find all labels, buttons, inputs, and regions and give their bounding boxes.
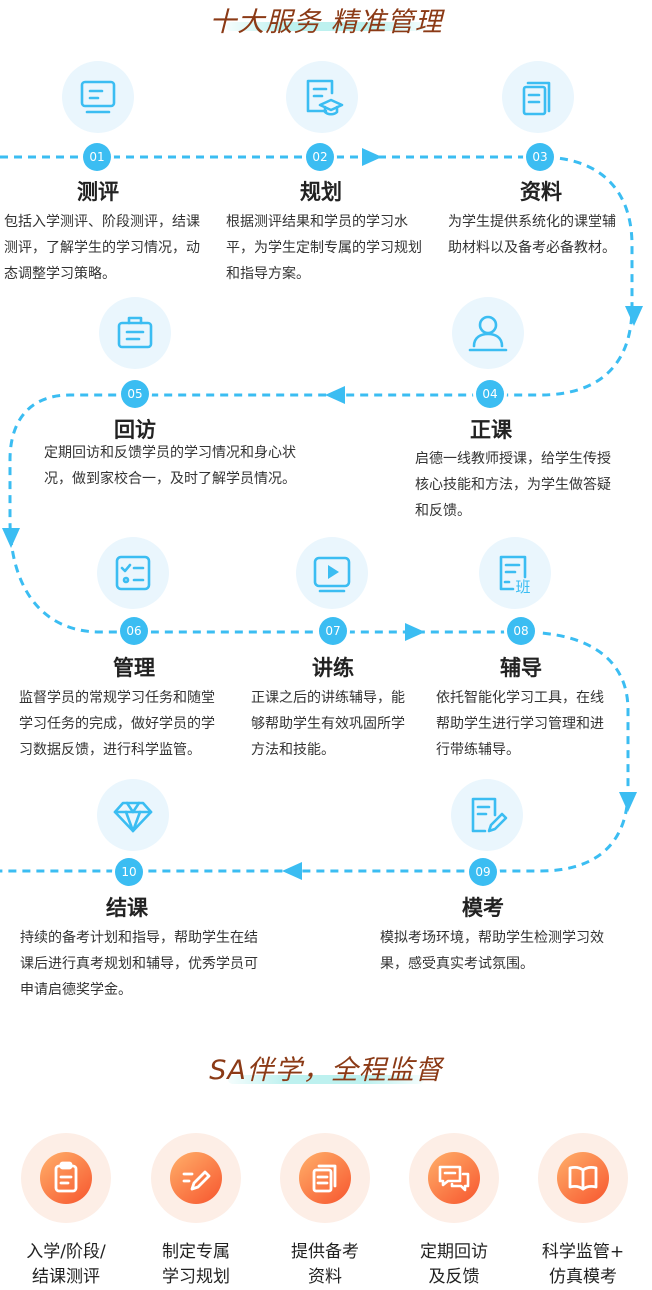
service-number-badge: 02 — [306, 143, 334, 171]
arrow-right-icon — [362, 148, 382, 166]
service-title: 管理 — [113, 656, 155, 680]
arrow-down-icon — [625, 306, 643, 326]
service-title: 规划 — [300, 180, 342, 204]
service-number-badge: 07 — [319, 617, 347, 645]
service-title: 讲练 — [312, 656, 354, 680]
checklist-icon — [115, 555, 151, 591]
service-icon-circle: 班 — [479, 537, 551, 609]
briefcase-icon — [117, 316, 153, 349]
service-number-badge: 06 — [120, 617, 148, 645]
section-title-services: 十大服务 精准管理 — [209, 7, 443, 38]
materials-icon — [522, 81, 551, 116]
feature-icon-circle — [151, 1133, 241, 1223]
service-number-badge: 10 — [115, 858, 143, 886]
feature-icon-circle — [21, 1133, 111, 1223]
service-number-badge: 08 — [507, 617, 535, 645]
feature-label: 制定专属 学习规划 — [162, 1242, 230, 1287]
arrow-right-icon — [405, 623, 425, 641]
service-title: 模考 — [462, 896, 504, 920]
open-book-icon — [568, 1166, 598, 1191]
service-icon-circle — [99, 297, 171, 369]
feature-icon-circle — [409, 1133, 499, 1223]
edit-document-icon — [471, 797, 508, 833]
clipboard-icon — [54, 1161, 78, 1193]
service-description: 正课之后的讲练辅导，能够帮助学生有效巩固所学方法和技能。 — [251, 690, 405, 758]
teacher-icon — [468, 315, 508, 352]
arrow-down-icon — [2, 528, 20, 548]
chat-bubbles-icon — [438, 1165, 470, 1192]
service-icon-circle — [97, 779, 169, 851]
feature-label: 入学/阶段/ 结课测评 — [26, 1242, 106, 1287]
service-description: 包括入学测评、阶段测评，结课测评，了解学生的学习情况，动态调整学习策略。 — [4, 214, 200, 282]
service-icon-circle — [62, 61, 134, 133]
service-icon-circle — [452, 297, 524, 369]
monitor-icon — [80, 80, 116, 114]
service-description: 监督学员的常规学习任务和随堂学习任务的完成，做好学员的学习数据反馈，进行科学监管… — [19, 690, 215, 758]
feature-label: 科学监管+ 仿真模考 — [541, 1242, 625, 1287]
video-play-icon — [313, 556, 351, 593]
title-underline — [226, 22, 426, 31]
service-icon-circle — [97, 537, 169, 609]
service-description: 为学生提供系统化的课堂辅助材料以及备考必备教材。 — [448, 214, 616, 256]
class-document-icon: 班 — [499, 555, 531, 596]
service-icon-circle — [451, 779, 523, 851]
feature-icon-circle — [280, 1133, 370, 1223]
service-title: 结课 — [106, 896, 148, 920]
feature-icon-circle — [538, 1133, 628, 1223]
service-icon-circle — [502, 61, 574, 133]
service-title: 资料 — [520, 180, 562, 204]
service-description: 模拟考场环境，帮助学生检测学习效果，感受真实考试氛围。 — [380, 930, 604, 972]
service-number-badge: 09 — [469, 858, 497, 886]
feature-label: 定期回访 及反馈 — [420, 1242, 488, 1287]
documents-icon — [312, 1164, 337, 1193]
arrow-left-icon — [282, 862, 302, 880]
service-number-badge: 04 — [476, 380, 504, 408]
diamond-icon — [113, 801, 153, 833]
title-underline — [228, 1075, 424, 1084]
service-title: 正课 — [470, 418, 512, 442]
service-icon-circle — [296, 537, 368, 609]
service-title: 回访 — [114, 418, 156, 442]
service-title: 辅导 — [500, 656, 542, 680]
service-icon-circle — [286, 61, 358, 133]
feature-label: 提供备考 资料 — [291, 1242, 359, 1287]
class-char: 班 — [515, 578, 530, 596]
service-description: 依托智能化学习工具，在线帮助学生进行学习管理和进行带练辅导。 — [436, 690, 604, 758]
service-number-badge: 03 — [526, 143, 554, 171]
pencil-icon — [182, 1170, 211, 1191]
service-number-badge: 05 — [121, 380, 149, 408]
service-description: 定期回访和反馈学员的学习情况和身心状况，做到家校合一，及时了解学员情况。 — [44, 445, 296, 487]
service-number-badge: 01 — [83, 143, 111, 171]
section-title-sa: SA伴学，全程监督 — [209, 1055, 443, 1086]
service-description: 启德一线教师授课，给学生传授核心技能和方法，为学生做答疑和反馈。 — [415, 451, 611, 519]
service-description: 根据测评结果和学员的学习水平，为学生定制专属的学习规划和指导方案。 — [226, 214, 422, 282]
service-title: 测评 — [77, 180, 119, 204]
study-plan-icon — [306, 79, 344, 116]
service-description: 持续的备考计划和指导，帮助学生在结课后进行真考规划和辅导，优秀学员可申请启德奖学… — [20, 930, 258, 998]
arrow-left-icon — [325, 386, 345, 404]
arrow-down-icon — [619, 792, 637, 812]
